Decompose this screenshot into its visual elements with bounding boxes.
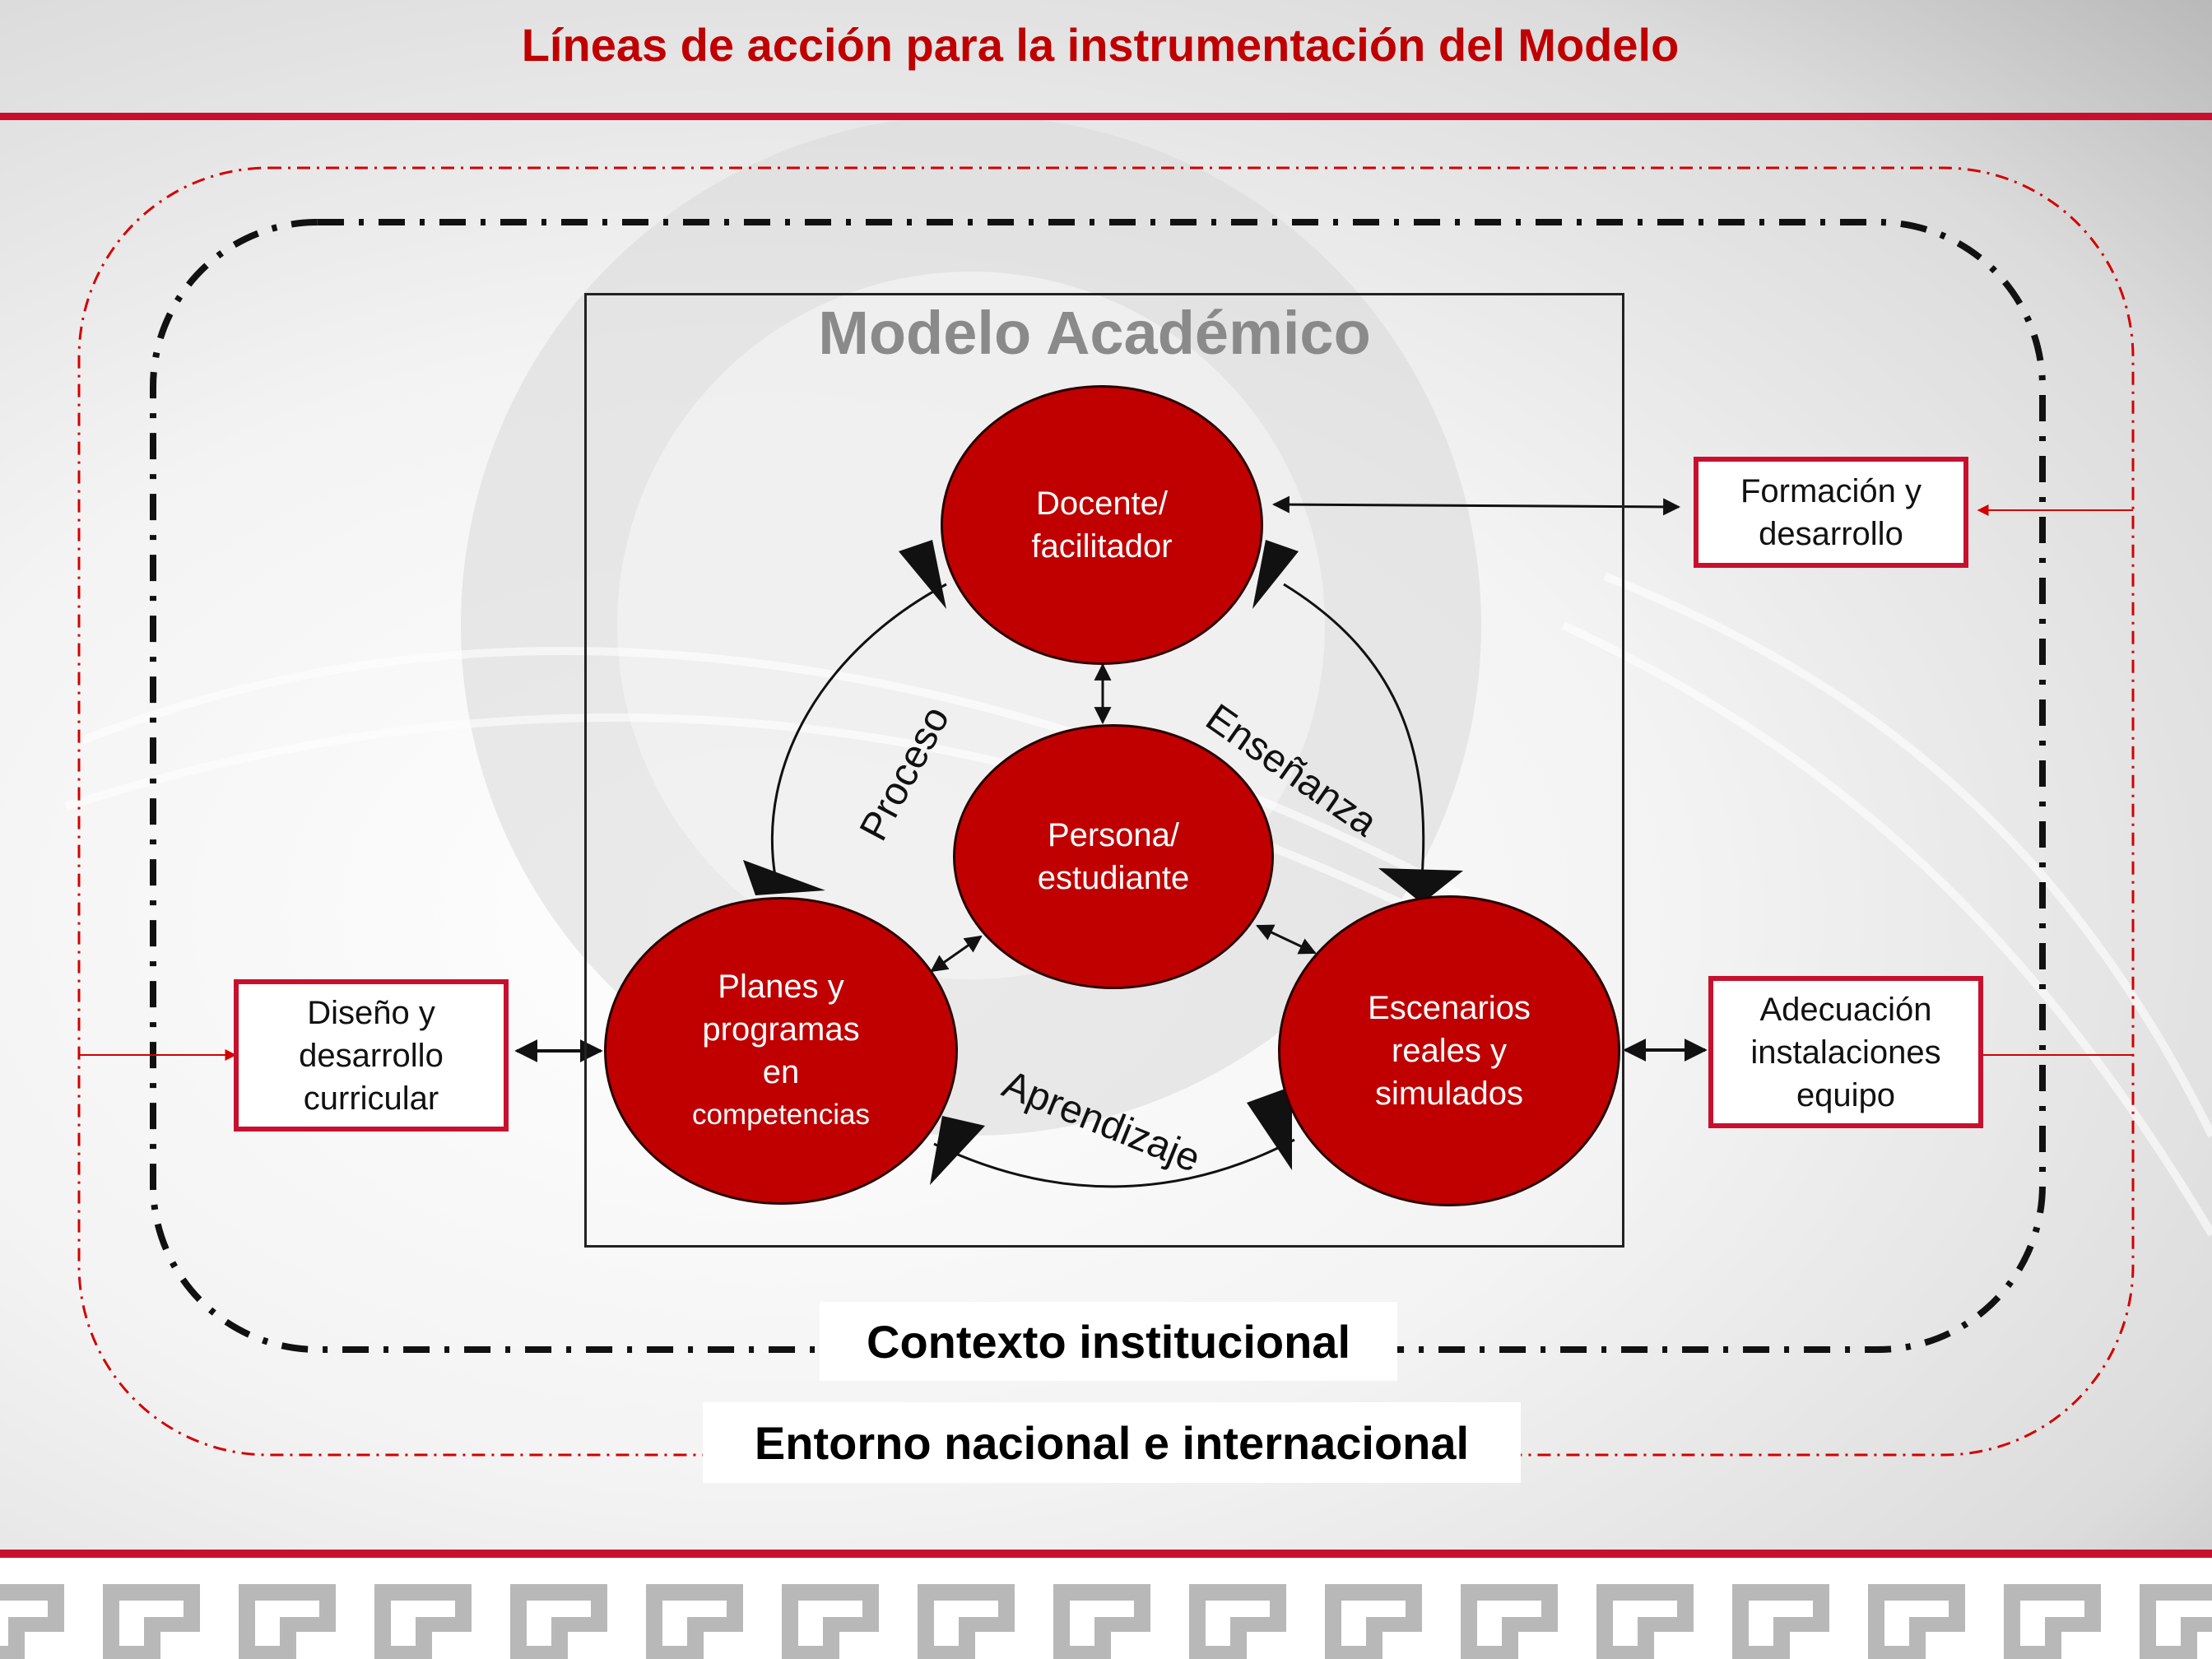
link-persona-escenarios — [1256, 924, 1317, 955]
greek-key-motif — [782, 1584, 879, 1659]
greek-key-band — [0, 1558, 2212, 1659]
greek-key-motif — [103, 1584, 200, 1659]
box-adecuacion: Adecuación instalaciones equipo — [1708, 976, 1983, 1128]
node-persona: Persona/ estudiante — [953, 724, 1274, 989]
arrowhead-to-planes — [743, 860, 825, 895]
node-docente-label: Docente/ facilitador — [1031, 486, 1173, 565]
arc-proceso — [771, 583, 947, 877]
model-box — [584, 293, 1624, 1248]
greek-key-motif — [918, 1584, 1015, 1659]
node-escenarios: Escenarios reales y simulados — [1278, 895, 1620, 1206]
title-rule — [0, 113, 2212, 120]
greek-key-motif — [2004, 1584, 2101, 1659]
greek-key-motif — [1732, 1584, 1829, 1659]
greek-key-motif — [510, 1584, 607, 1659]
box-formacion-label: Formación y desarrollo — [1740, 472, 1922, 552]
arrowhead-to-escenarios-bottom — [1247, 1086, 1292, 1170]
arc-aprendizaje — [933, 1138, 1295, 1188]
box-diseno: Diseño y desarrollo curricular — [234, 979, 509, 1132]
label-contexto-institucional: Contexto institucional — [820, 1302, 1397, 1381]
box-diseno-label: Diseño y desarrollo curricular — [299, 994, 444, 1117]
arrowhead-to-escenarios — [1378, 868, 1463, 904]
greek-key-motif — [0, 1584, 64, 1659]
node-planes-label: Planes y programas en — [702, 969, 860, 1090]
node-persona-label: Persona/ estudiante — [1037, 817, 1190, 896]
greek-key-motif — [1325, 1584, 1422, 1659]
link-docente-formacion — [1271, 495, 1681, 516]
greek-key-motif — [1189, 1584, 1286, 1659]
box-adecuacion-label: Adecuación instalaciones equipo — [1750, 991, 1941, 1113]
greek-key-motif — [646, 1584, 743, 1659]
arrowhead-to-docente — [899, 540, 946, 609]
greek-key-motif — [239, 1584, 336, 1659]
greek-key-motif — [2140, 1584, 2212, 1659]
box-formacion: Formación y desarrollo — [1694, 457, 1968, 568]
arc-ensenanza — [1283, 583, 1425, 877]
greek-key-motif — [1053, 1584, 1150, 1659]
arrowhead-to-planes-bottom — [930, 1116, 985, 1185]
node-planes: Planes y programas en competencias — [604, 897, 958, 1205]
bottom-rule — [0, 1550, 2212, 1558]
slide-title: Líneas de acción para la instrumentación… — [521, 19, 1680, 71]
greek-key-motif — [1461, 1584, 1558, 1659]
label-entorno: Entorno nacional e internacional — [703, 1402, 1521, 1483]
link-persona-planes — [930, 935, 983, 973]
greek-key-motif — [1868, 1584, 1965, 1659]
node-escenarios-label: Escenarios reales y simulados — [1368, 990, 1531, 1112]
node-planes-sublabel: competencias — [692, 1099, 870, 1131]
greek-key-motif — [374, 1584, 472, 1659]
greek-key-motif — [1596, 1584, 1694, 1659]
node-docente: Docente/ facilitador — [941, 385, 1263, 665]
arrowhead-to-docente-right — [1252, 540, 1299, 609]
model-title: Modelo Académico — [818, 299, 1371, 367]
